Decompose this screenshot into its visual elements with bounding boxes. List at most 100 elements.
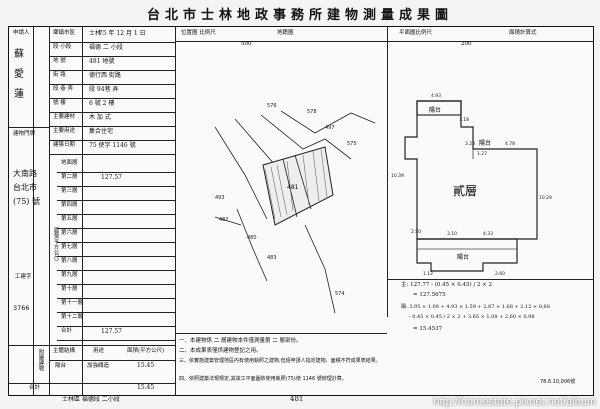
row-line <box>49 56 175 57</box>
map-lot-label: 481 <box>287 184 299 191</box>
floor-value: 127.57 <box>101 328 122 335</box>
svg-text:貳層: 貳層 <box>453 183 477 198</box>
row-line <box>49 360 175 361</box>
detail-value: 481 地號 <box>89 58 115 65</box>
row-line <box>57 256 175 257</box>
parcel-number: 480 <box>247 235 257 241</box>
detail-value: 75 使字 1146 號 <box>89 142 136 149</box>
detail-label: 建築日期 <box>53 142 76 148</box>
parcel-number: 497 <box>325 125 335 131</box>
row-line <box>57 186 175 187</box>
location-scale-label: 位置圖 比例尺 <box>181 30 216 36</box>
row-line <box>57 242 175 243</box>
plan-dimension: 10.39 <box>391 173 404 179</box>
plan-dimension: 1.27 <box>477 151 487 157</box>
row-line <box>49 70 175 71</box>
col-divider <box>49 27 50 395</box>
document-title: 台北市士林地政事務所建物測量成果圖 <box>146 8 453 23</box>
plan-dimension: 2.60 <box>495 271 505 277</box>
plan-scale-label: 平面圖比例尺 <box>399 30 433 36</box>
plan-dimension: 4.33 <box>483 231 493 237</box>
detail-value: 福德 二 小段 <box>89 44 123 51</box>
floor-label: 第二層 <box>61 174 78 180</box>
col-divider <box>175 27 176 395</box>
parcel-number: 482 <box>219 217 229 223</box>
floor-label: 第十一層 <box>61 300 84 306</box>
detail-label: 主要用途 <box>53 128 76 134</box>
location-scale: 500 <box>241 41 252 47</box>
watermark-url: http://homestate.pixnet.net/album <box>433 396 596 408</box>
address-note: 工建字 <box>15 274 32 280</box>
floor-label: 第三層 <box>61 188 78 194</box>
floor-label: 第七層 <box>61 244 78 250</box>
row-line <box>57 284 175 285</box>
detail-label: 地 號 <box>53 58 66 64</box>
parcel-number: 575 <box>347 141 357 147</box>
survey-date: 75 年 12 月 1 日 <box>99 30 146 37</box>
annex-use: 陽台 <box>55 363 67 369</box>
row-line <box>49 140 175 141</box>
address-value: 大南路 台北市 (75) 號 <box>13 169 40 206</box>
location-unit: 地籍圖 <box>277 30 294 36</box>
building-number: 3766 <box>13 304 30 312</box>
map-plan-divider <box>387 27 388 317</box>
plan-dimension: 4.93 <box>431 93 441 99</box>
note-4: 四、依照建築法規規定,其竣工平面圖依使用執照(75)使 1146 號辦理計算。 <box>179 376 347 382</box>
row-line <box>49 126 175 127</box>
plan-dimension: 2.50 <box>411 229 421 235</box>
svg-text:陽台: 陽台 <box>429 106 441 114</box>
row-line <box>57 298 175 299</box>
calc-line-5: = 15.4537 <box>413 326 443 332</box>
row-line <box>9 127 49 128</box>
annex-col-area: 面積(平方公尺) <box>127 348 165 354</box>
row-line <box>57 326 175 327</box>
floors-area-label: 面積(平方公尺) <box>53 227 59 261</box>
calc-line <box>387 279 593 280</box>
detail-label: 號 樓 <box>53 100 66 106</box>
footer-code: 78.6.10,006號 <box>540 379 576 385</box>
note-3: 三、依實施建築管理地區內有使用執照之建物,但經申請人指定建物、面積不符成果表結果… <box>179 358 381 364</box>
plan-dimension: 3.23 <box>465 141 475 147</box>
annex-area: 15.45 <box>137 362 155 369</box>
note-1: 一、本建物係 二 層建物本件僅測量第 二 層部份。 <box>179 338 302 344</box>
row-line <box>9 383 175 384</box>
annex-struct: 加強磚造 <box>87 363 110 369</box>
parcel-number: 574 <box>335 291 345 297</box>
annex-col-use: 用途 <box>93 348 105 354</box>
parcel-number: 576 <box>267 103 277 109</box>
plan-dimension: 3.10 <box>447 231 457 237</box>
floor-label: 第十二層 <box>61 314 84 320</box>
col-divider <box>82 27 83 395</box>
detail-label: 鄉鎮市區 <box>53 30 76 36</box>
applicant-label: 申請人 <box>13 30 30 36</box>
plan-dimension: 1.18 <box>459 117 469 123</box>
detail-label: 街 路 <box>53 72 66 78</box>
row-line <box>57 228 175 229</box>
detail-value: 士林 <box>89 30 102 37</box>
plan-unit: 面積計算式 <box>509 30 537 36</box>
detail-value: 德行西 街路 <box>89 72 121 79</box>
parcel-number: 578 <box>307 109 317 115</box>
detail-value: 木 加 式 <box>89 114 111 121</box>
footer-label: 士林區 福德段 二小段 <box>62 396 120 403</box>
annex-label: 附屬建物 <box>37 349 44 371</box>
calc-line-3: 陽: 3.95 × 1.08 + 4.93 × 1.59 + 2.87 × 1.… <box>401 304 550 310</box>
address-label: 建物門牌 <box>13 131 36 137</box>
calc-line-4: - 0.45 × 0.45 / 2 × 2 + 3.65 × 1.08 + 2.… <box>409 314 535 320</box>
row-line <box>57 172 175 173</box>
floor-value: 127.57 <box>101 174 122 181</box>
plan-dimension: 1.12 <box>423 271 433 277</box>
floor-label: 第十層 <box>61 286 78 292</box>
notes-line <box>175 333 387 334</box>
row-line <box>49 98 175 99</box>
parcel-number: 493 <box>215 195 225 201</box>
footer-strip: 士林區 福德段 二小段 481 78.6.10,006號 http://home… <box>0 380 600 409</box>
floor-label: 第五層 <box>61 216 78 222</box>
detail-label: 主要建材 <box>53 114 76 120</box>
note-2: 二、本成果表僅供建物登記之用。 <box>179 348 262 354</box>
row-line <box>57 270 175 271</box>
detail-value: 集合住宅 <box>89 128 114 135</box>
plan-dimension: 10.29 <box>539 195 552 201</box>
